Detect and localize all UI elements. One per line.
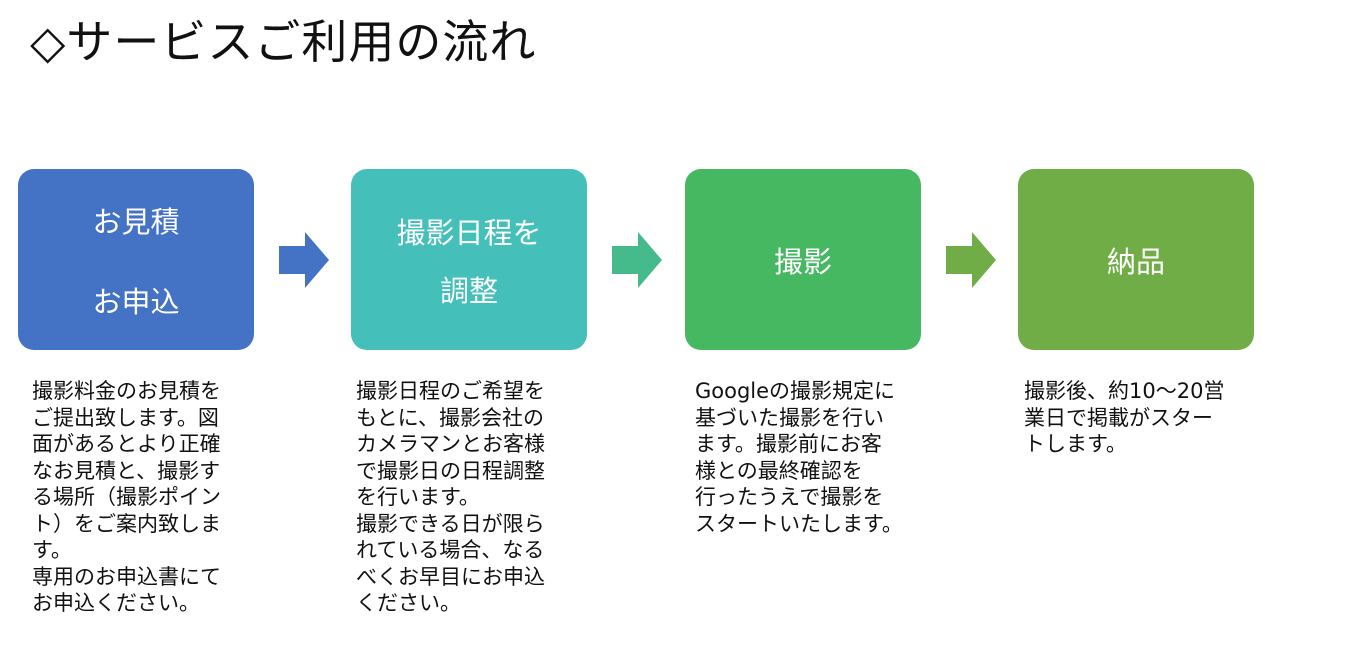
description-line: 撮影できる日が限ら xyxy=(356,511,545,536)
step-title-line: お見積 xyxy=(92,204,180,239)
description-line: 行ったうえで撮影を xyxy=(695,485,884,509)
step-estimate-application: お見積 お申込 xyxy=(18,169,254,350)
step-title-line: 撮影 xyxy=(773,244,832,279)
description-line: カメラマンとお客様 xyxy=(356,432,545,456)
description-line: れている場合、なる xyxy=(356,538,545,562)
description-line: ご提出致します。図 xyxy=(32,405,219,430)
step-title-line: 調整 xyxy=(439,273,498,308)
arrow-right-icon xyxy=(279,232,329,288)
description-line: 撮影後、約10～20営 xyxy=(1024,379,1225,403)
description-line: 撮影料金のお見積を xyxy=(32,379,221,403)
step-description-delivery: 撮影後、約10～20営業日で掲載がスタートします。 xyxy=(1024,378,1224,458)
arrow-right-icon xyxy=(612,232,662,288)
description-line: なお見積と、撮影す xyxy=(32,458,221,483)
step-shooting: 撮影 xyxy=(685,169,921,350)
description-line: ト）をご案内致しま xyxy=(32,511,221,536)
step-delivery: 納品 xyxy=(1018,169,1254,350)
description-line: す。 xyxy=(32,538,72,562)
description-line: 専用のお申込書にて xyxy=(32,564,221,589)
arrow-right-icon xyxy=(946,232,996,288)
description-line: もとに、撮影会社の xyxy=(356,405,544,430)
step-title-line: 撮影日程を xyxy=(396,215,542,250)
description-line: Googleの撮影規定に xyxy=(695,379,896,403)
description-line: る場所（撮影ポイン xyxy=(32,485,221,509)
description-line: お申込ください。 xyxy=(32,591,200,615)
step-description-schedule: 撮影日程のご希望をもとに、撮影会社のカメラマンとお客様で撮影日の日程調整を行いま… xyxy=(356,378,545,617)
description-line: 面があるとより正確 xyxy=(32,432,221,456)
step-title-line: お申込 xyxy=(92,284,180,319)
description-line: 撮影日程のご希望を xyxy=(356,379,545,403)
description-line: ます。撮影前にお客 xyxy=(695,432,882,456)
step-description-shooting: Googleの撮影規定に基づいた撮影を行います。撮影前にお客様との最終確認を行っ… xyxy=(695,378,903,537)
description-line: べくお早目にお申込 xyxy=(356,564,545,589)
description-line: トします。 xyxy=(1024,432,1127,456)
description-line: を行います。 xyxy=(356,485,480,509)
description-line: ください。 xyxy=(356,591,461,615)
step-description-estimate: 撮影料金のお見積をご提出致します。図面があるとより正確なお見積と、撮影する場所（… xyxy=(32,378,221,617)
page-title: ◇サービスご利用の流れ xyxy=(30,15,537,69)
description-line: 様との最終確認を xyxy=(695,458,863,483)
description-line: で撮影日の日程調整 xyxy=(356,458,545,483)
step-schedule-adjustment: 撮影日程を 調整 xyxy=(351,169,587,350)
description-line: 業日で掲載がスター xyxy=(1024,405,1213,430)
description-line: スタートいたします。 xyxy=(695,511,903,536)
description-line: 基づいた撮影を行い xyxy=(695,405,884,430)
step-title-line: 納品 xyxy=(1106,244,1165,279)
